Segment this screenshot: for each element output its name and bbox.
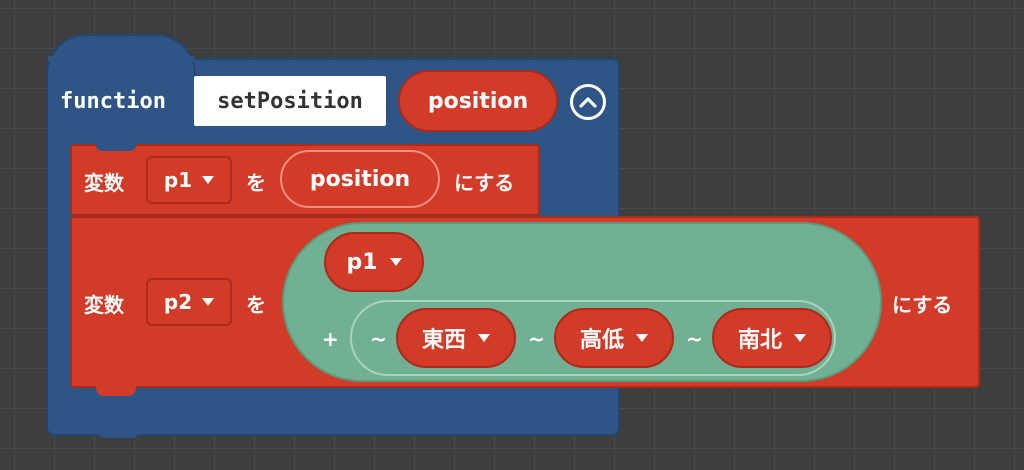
plus-operator: + (322, 327, 339, 351)
set-suffix-label: にする (892, 292, 953, 317)
component-name: 南北 (737, 328, 782, 353)
set-suffix-label: にする (454, 170, 515, 195)
component-name: 高低 (579, 328, 624, 353)
function-keyword: function (60, 88, 166, 114)
set-prefix-label: 変数 (84, 292, 124, 317)
variable-reporter-p1[interactable]: p1 (324, 232, 424, 292)
block-bottom-notch (96, 386, 136, 396)
tilde-operator: ~ (370, 327, 387, 351)
chevron-up-icon (579, 97, 597, 108)
dropdown-caret-icon (202, 176, 215, 184)
component-dropdown-height[interactable]: 高低 (554, 308, 674, 368)
dropdown-caret-icon (636, 334, 648, 342)
variable-dropdown-p1[interactable]: p1 (146, 156, 232, 204)
particle-label: を (246, 170, 266, 195)
particle-label: を (246, 292, 266, 317)
dropdown-caret-icon (389, 258, 402, 266)
variable-name: p1 (346, 249, 378, 275)
dropdown-caret-icon (202, 298, 215, 306)
variable-name: p2 (163, 290, 193, 314)
component-dropdown-east-west[interactable]: 東西 (396, 308, 516, 368)
tilde-operator: ~ (686, 327, 703, 351)
variable-name: p1 (163, 168, 193, 192)
block-top-notch (96, 143, 136, 151)
component-name: 東西 (421, 328, 466, 353)
value-input-position[interactable]: position (280, 150, 440, 208)
function-block-bottom-notch (98, 430, 138, 438)
function-parameter[interactable]: position (398, 70, 558, 132)
dropdown-caret-icon (794, 334, 806, 342)
function-block-cap-fill (48, 56, 194, 62)
variable-dropdown-p2[interactable]: p2 (146, 278, 232, 326)
set-prefix-label: 変数 (84, 170, 124, 195)
dropdown-caret-icon (478, 334, 490, 342)
collapse-button[interactable] (570, 84, 606, 120)
tilde-join-block[interactable] (350, 300, 836, 376)
tilde-operator: ~ (528, 327, 545, 351)
component-dropdown-north-south[interactable]: 南北 (712, 308, 832, 368)
function-name-field[interactable]: setPosition (194, 76, 386, 126)
